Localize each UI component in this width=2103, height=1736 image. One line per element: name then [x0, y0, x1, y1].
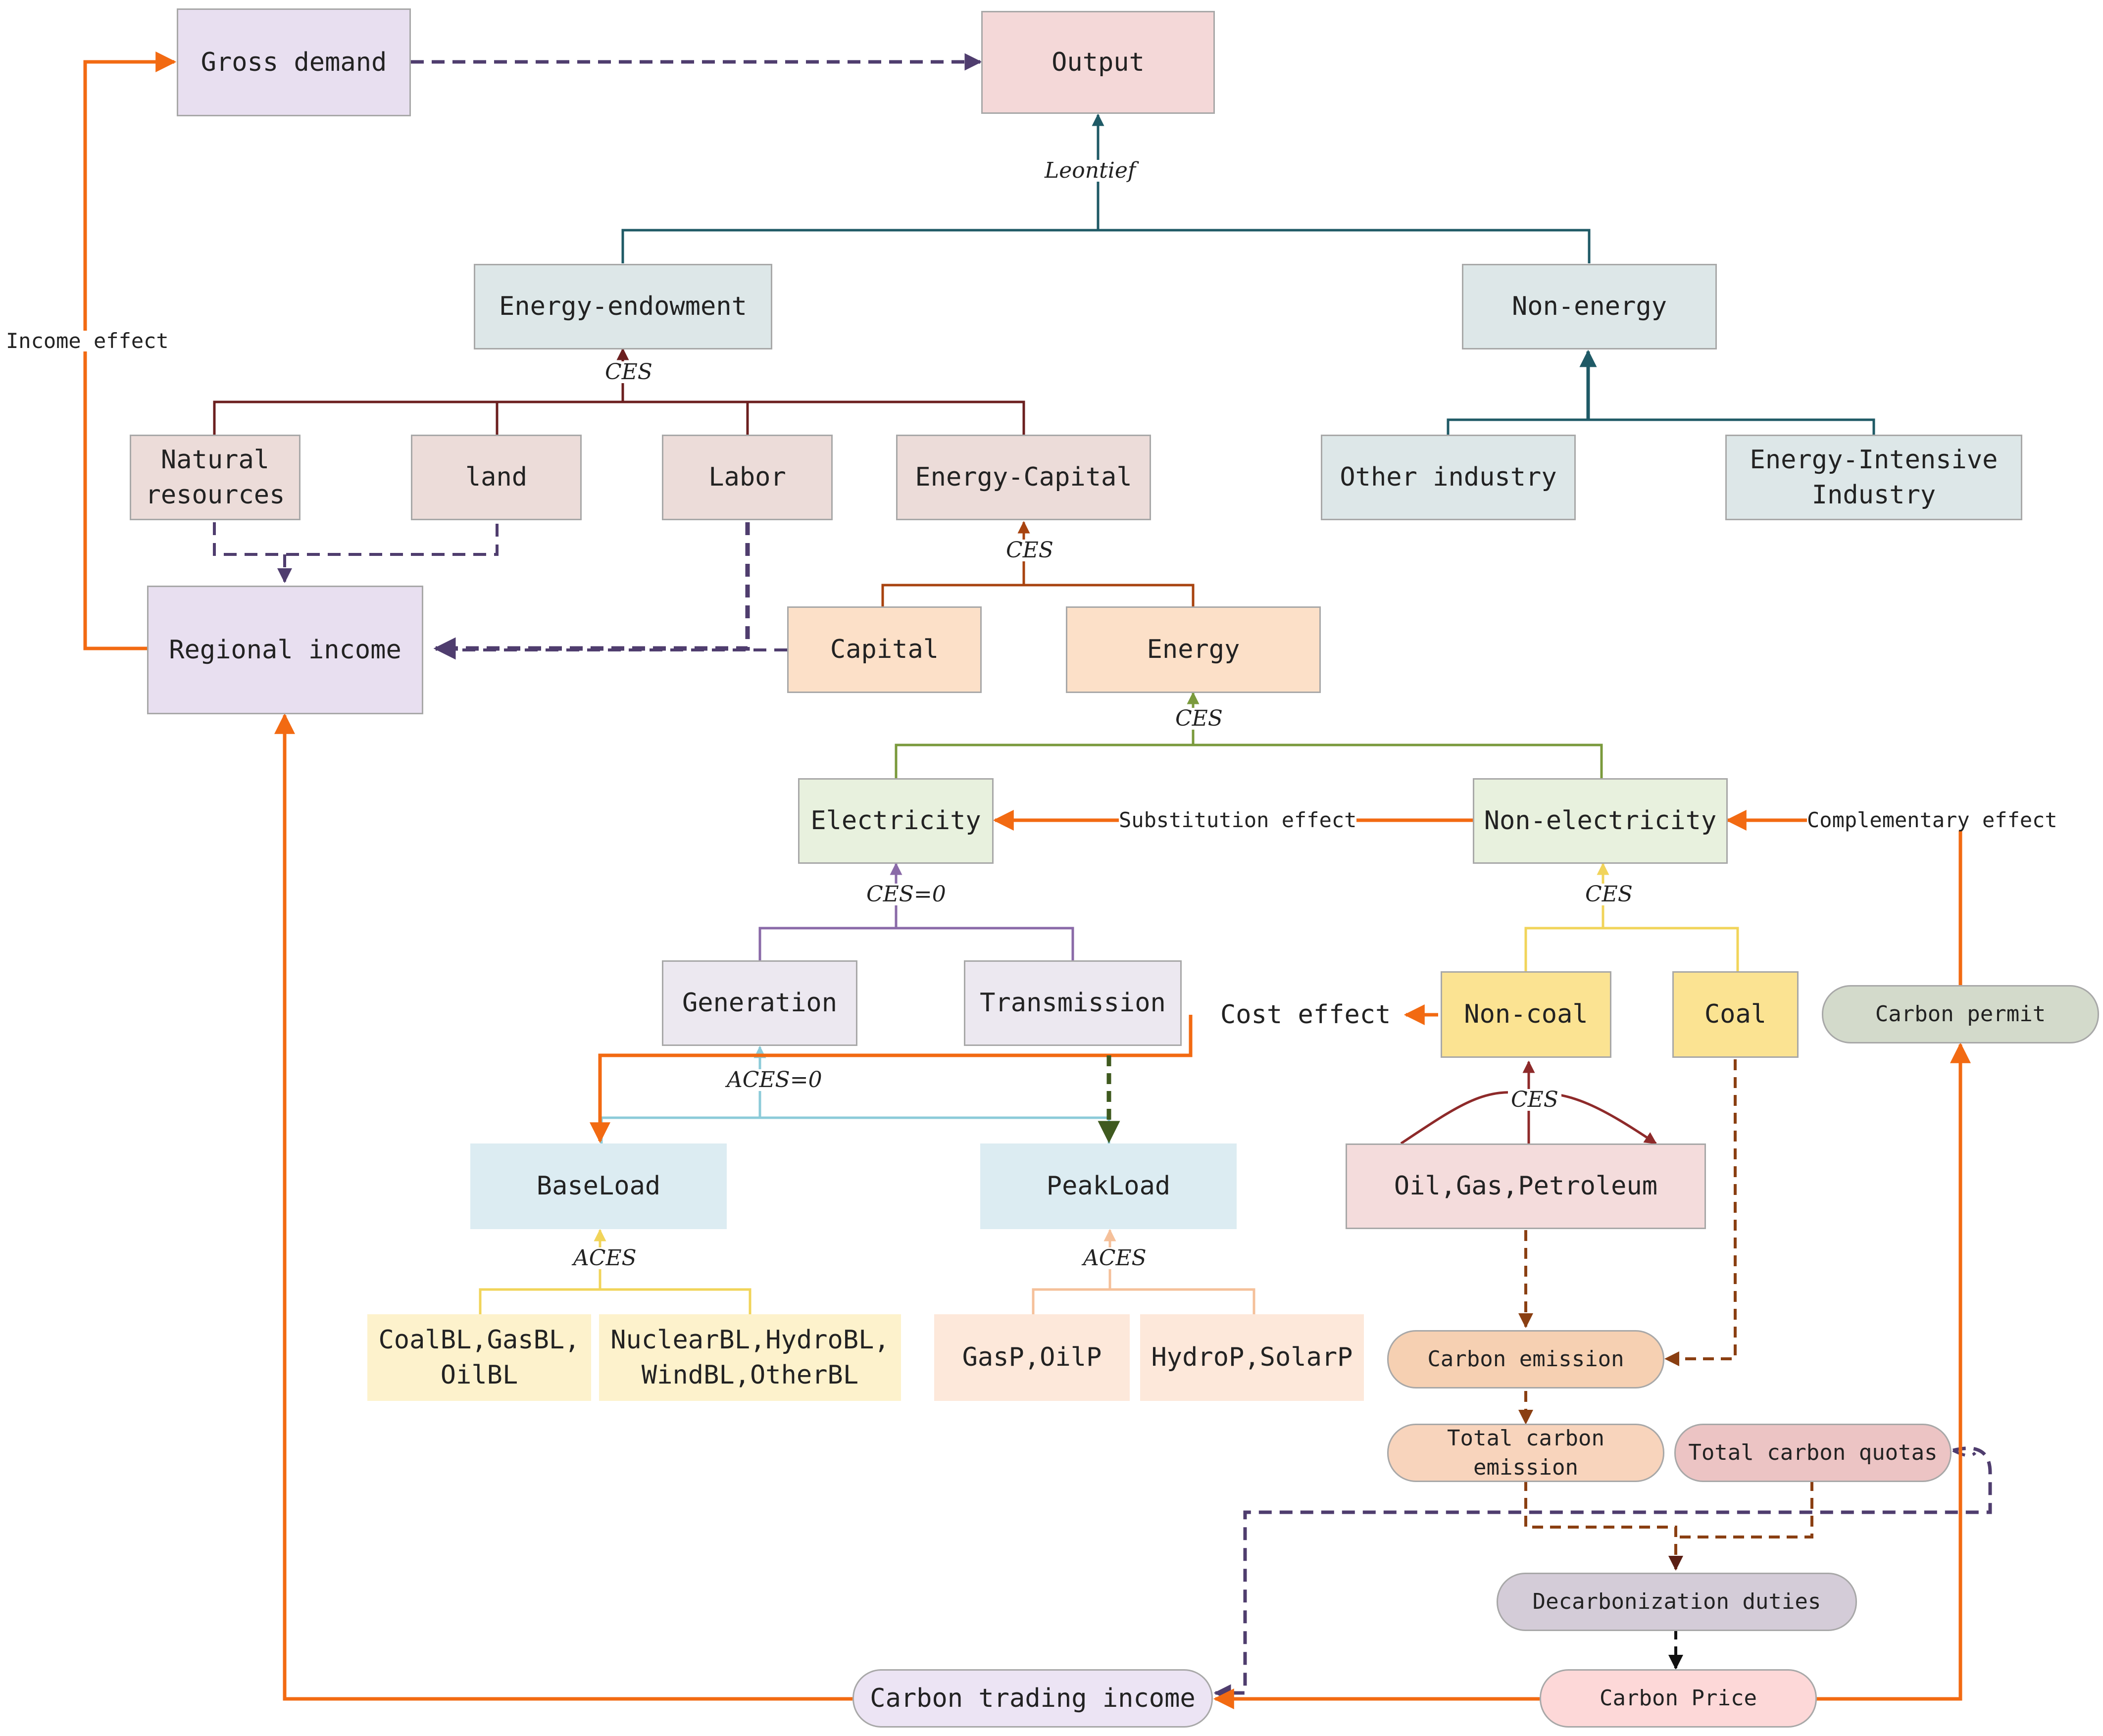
- non-electricity-ces-tree: [1524, 862, 1739, 971]
- emission-dashed-flows: [1518, 1059, 1813, 1670]
- carbon-price-node: Carbon Price: [1540, 1669, 1817, 1728]
- transmission-node: Transmission: [964, 960, 1182, 1046]
- land-node: land: [411, 435, 582, 520]
- non-electricity-node: Non-electricity: [1473, 778, 1728, 864]
- generation-node: Generation: [662, 960, 857, 1046]
- decarbonization-duties-node: Decarbonization duties: [1497, 1573, 1857, 1631]
- energy-endowment-node: Energy-endowment: [474, 264, 772, 349]
- baseload-aces-tree: [479, 1229, 751, 1314]
- non-electricity-ces-label: CES: [1582, 884, 1636, 905]
- endowment-ces-tree: [213, 347, 1025, 435]
- energy-capital-ces-tree: [881, 521, 1195, 606]
- non-energy-node: Non-energy: [1462, 264, 1717, 349]
- carbon-emission-node: Carbon emission: [1387, 1330, 1664, 1389]
- generation-aces-tree: [600, 1045, 1110, 1143]
- endowment-ces-label: CES: [602, 361, 655, 383]
- nuclear-hydro-wind-other-bl-node: NuclearBL,HydroBL, WindBL,OtherBL: [599, 1314, 901, 1401]
- carbon-trading-income-node: Carbon trading income: [852, 1669, 1213, 1728]
- cost-effect-label: Cost effect: [1220, 1000, 1391, 1030]
- generation-aces-label: ACES=0: [724, 1069, 825, 1091]
- non-coal-node: Non-coal: [1441, 971, 1611, 1058]
- coal-node: Coal: [1672, 971, 1799, 1058]
- energy-intensive-industry-node: Energy-Intensive Industry: [1725, 435, 2022, 520]
- energy-node: Energy: [1066, 606, 1321, 693]
- energy-ces-tree: [895, 692, 1603, 778]
- electricity-ces-tree: [758, 862, 1074, 960]
- complementary-effect-label: Complementary effect: [1807, 808, 2057, 832]
- gas-oil-p-node: GasP,OilP: [934, 1314, 1130, 1401]
- capital-node: Capital: [787, 606, 982, 693]
- energy-ces-label: CES: [1172, 708, 1226, 730]
- peakload-node: PeakLoad: [980, 1143, 1237, 1229]
- baseload-node: BaseLoad: [470, 1143, 727, 1229]
- peakload-aces-tree: [1032, 1229, 1255, 1314]
- electricity-ces-label: CES=0: [863, 884, 949, 905]
- energy-capital-ces-label: CES: [1003, 540, 1056, 561]
- output-node: Output: [981, 11, 1215, 114]
- leontief-tree: [621, 113, 1875, 435]
- other-industry-node: Other industry: [1321, 435, 1576, 520]
- carbon-permit-node: Carbon permit: [1822, 985, 2099, 1043]
- electricity-node: Electricity: [798, 778, 994, 864]
- energy-capital-node: Energy-Capital: [896, 435, 1151, 520]
- regional-income-node: Regional income: [147, 586, 423, 714]
- non-coal-ces-label: CES: [1508, 1089, 1561, 1111]
- total-carbon-quotas-node: Total carbon quotas: [1674, 1424, 1952, 1482]
- natural-resources-node: Natural resources: [130, 435, 300, 520]
- oil-gas-petroleum-node: Oil,Gas,Petroleum: [1346, 1143, 1706, 1229]
- baseload-aces-label: ACES: [570, 1247, 640, 1269]
- gross-demand-node: Gross demand: [177, 8, 411, 116]
- income-effect-label: Income effect: [6, 329, 169, 353]
- peakload-aces-label: ACES: [1080, 1247, 1150, 1269]
- labor-node: Labor: [662, 435, 833, 520]
- income-dashed-flows: [213, 53, 1992, 1702]
- substitution-effect-label: Substitution effect: [1119, 808, 1357, 832]
- total-carbon-emission-node: Total carbon emission: [1387, 1424, 1664, 1482]
- coal-gas-oil-bl-node: CoalBL,GasBL, OilBL: [367, 1314, 591, 1401]
- leontief-label: Leontief: [1042, 160, 1139, 182]
- hydro-solar-p-node: HydroP,SolarP: [1140, 1314, 1364, 1401]
